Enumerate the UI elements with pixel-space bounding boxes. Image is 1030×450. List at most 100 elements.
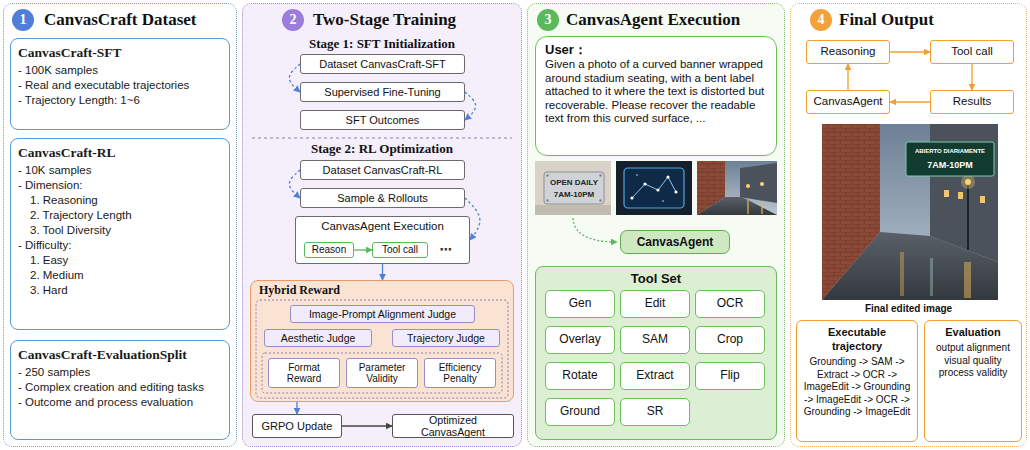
tool-box: Extract: [620, 362, 690, 390]
node-label: 2: [290, 13, 297, 27]
node-label: Extract: [636, 369, 673, 383]
tech-photo: [616, 161, 692, 215]
reflection: [930, 258, 933, 296]
screw: [546, 199, 548, 201]
wall: [535, 161, 611, 215]
heading-text: CanvasCraft-EvaluationSplit: [18, 346, 187, 363]
node-label: Reason: [312, 244, 346, 256]
rule-box: Parameter Validity: [346, 358, 418, 388]
street-light: [746, 184, 750, 188]
body-text: 3. Hard: [18, 283, 68, 298]
process-box: Dataset CanvasCraft-SFT: [300, 54, 465, 74]
heading-text: CanvasCraft-RL: [18, 144, 116, 161]
stage-heading: Stage 2: RL Optimization: [242, 141, 522, 157]
node-label: Dataset CanvasCraft-SFT: [319, 58, 446, 71]
window: [958, 192, 963, 199]
connector: [465, 92, 476, 120]
node-label: SFT Outcomes: [346, 114, 420, 127]
node-label: CanvasAgent Execution: [566, 9, 740, 31]
rule-box: Efficiency Penalty: [424, 358, 496, 388]
tool-box: Crop: [695, 326, 765, 354]
node-label: Dataset CanvasCraft-RL: [323, 164, 443, 177]
sign-text: OPEN DAILY: [545, 177, 603, 188]
dataset-box: CanvasCraft-RL- 10K samples- Dimension:1…: [10, 138, 230, 330]
node-label: Efficiency Penalty: [429, 362, 491, 385]
buildings: [930, 124, 998, 262]
reflection: [761, 202, 763, 214]
node-label: GRPO Update: [262, 420, 333, 433]
image-caption: Final edited image: [790, 302, 1027, 316]
panel: 2Dataset CanvasCraft-SFT Supervised Fine-…: [242, 3, 522, 447]
star: [662, 200, 664, 202]
reflection: [964, 262, 971, 298]
connector: [465, 198, 480, 240]
connector: [890, 51, 930, 52]
node-label: Edit: [645, 297, 666, 311]
node-label: CanvasAgent: [637, 235, 714, 249]
body-text: visual quality: [944, 355, 1001, 368]
node-label: Supervised Fine-Tuning: [324, 86, 440, 99]
body-text: process validity: [939, 367, 1007, 380]
body-text: 2. Trajectory Length: [18, 208, 132, 223]
node-label: Image-Prompt Alignment Judge: [309, 308, 456, 320]
final-photo: [822, 124, 998, 300]
connector: [890, 101, 930, 102]
connector: [296, 402, 297, 414]
lamp-glow: [961, 175, 975, 189]
star: [636, 174, 638, 176]
node-label: Tool call: [951, 45, 993, 58]
node-label: Overlay: [559, 333, 600, 347]
toolset-box: Gen Edit OCR Overlay SAMCropRotate Extract Fli…: [535, 266, 777, 440]
judge-group-outline: [256, 300, 508, 398]
tool-box: OCR: [695, 290, 765, 318]
body-text: - Real and executable trajectories: [18, 78, 189, 93]
cycle-box: Results: [930, 90, 1014, 114]
body-text: 1. Easy: [18, 253, 68, 268]
lamp-light: [965, 179, 971, 185]
node-label: 4: [818, 13, 825, 27]
dark-ground: [616, 161, 692, 215]
process-box: Optimized CanvasAgent: [392, 414, 514, 438]
sign-text: 7AM-10PM: [908, 158, 992, 172]
tool-box: Gen: [545, 290, 615, 318]
street-photo: [697, 161, 777, 215]
body-text: - Outcome and process evaluation: [18, 395, 193, 410]
sign-photo: [535, 161, 611, 215]
heading-text: CanvasCraft-SFT: [18, 44, 122, 61]
node-label: Aesthetic Judge: [281, 332, 356, 344]
connector: [847, 64, 848, 90]
node-label: CanvasAgent: [813, 95, 882, 108]
node-label: CanvasCraft Dataset: [44, 9, 197, 31]
star: [674, 190, 677, 193]
body-text: Grounding -> SAM -> Extract -> OCR -> Im…: [803, 356, 911, 419]
node-label: Reasoning: [821, 45, 876, 58]
body-text: - 10K samples: [18, 163, 92, 178]
connector: [354, 249, 372, 250]
node-label: Gen: [569, 297, 592, 311]
sky: [822, 124, 998, 300]
tool-box: Flip: [695, 362, 765, 390]
body-text: - Trajectory Length: 1~6: [18, 93, 140, 108]
connector: [971, 64, 972, 90]
body-text: - 250 samples: [18, 365, 90, 380]
process-box: GRPO Update: [252, 414, 342, 438]
cycle-box: Reasoning: [806, 40, 890, 64]
window: [980, 196, 985, 203]
screw: [546, 174, 548, 176]
buildings: [740, 163, 777, 203]
lamp-pole: [967, 182, 969, 250]
node-label: Final Output: [839, 9, 934, 31]
tool-box: Ground: [545, 398, 615, 426]
dataset-box: CanvasCraft-EvaluationSplit - 250 samples…: [10, 340, 230, 440]
sign-text: 7AM-10PM: [545, 189, 603, 200]
tool-box: SR: [620, 398, 690, 426]
tool-box: Rotate: [545, 362, 615, 390]
node-label: OCR: [717, 297, 744, 311]
tool-box: SAM: [620, 326, 690, 354]
wall-shade: [535, 205, 611, 215]
node-label: Results: [953, 95, 991, 108]
brick-wall: [697, 161, 725, 215]
process-box: Dataset CanvasCraft-RL: [300, 160, 465, 180]
reflection: [900, 252, 904, 296]
